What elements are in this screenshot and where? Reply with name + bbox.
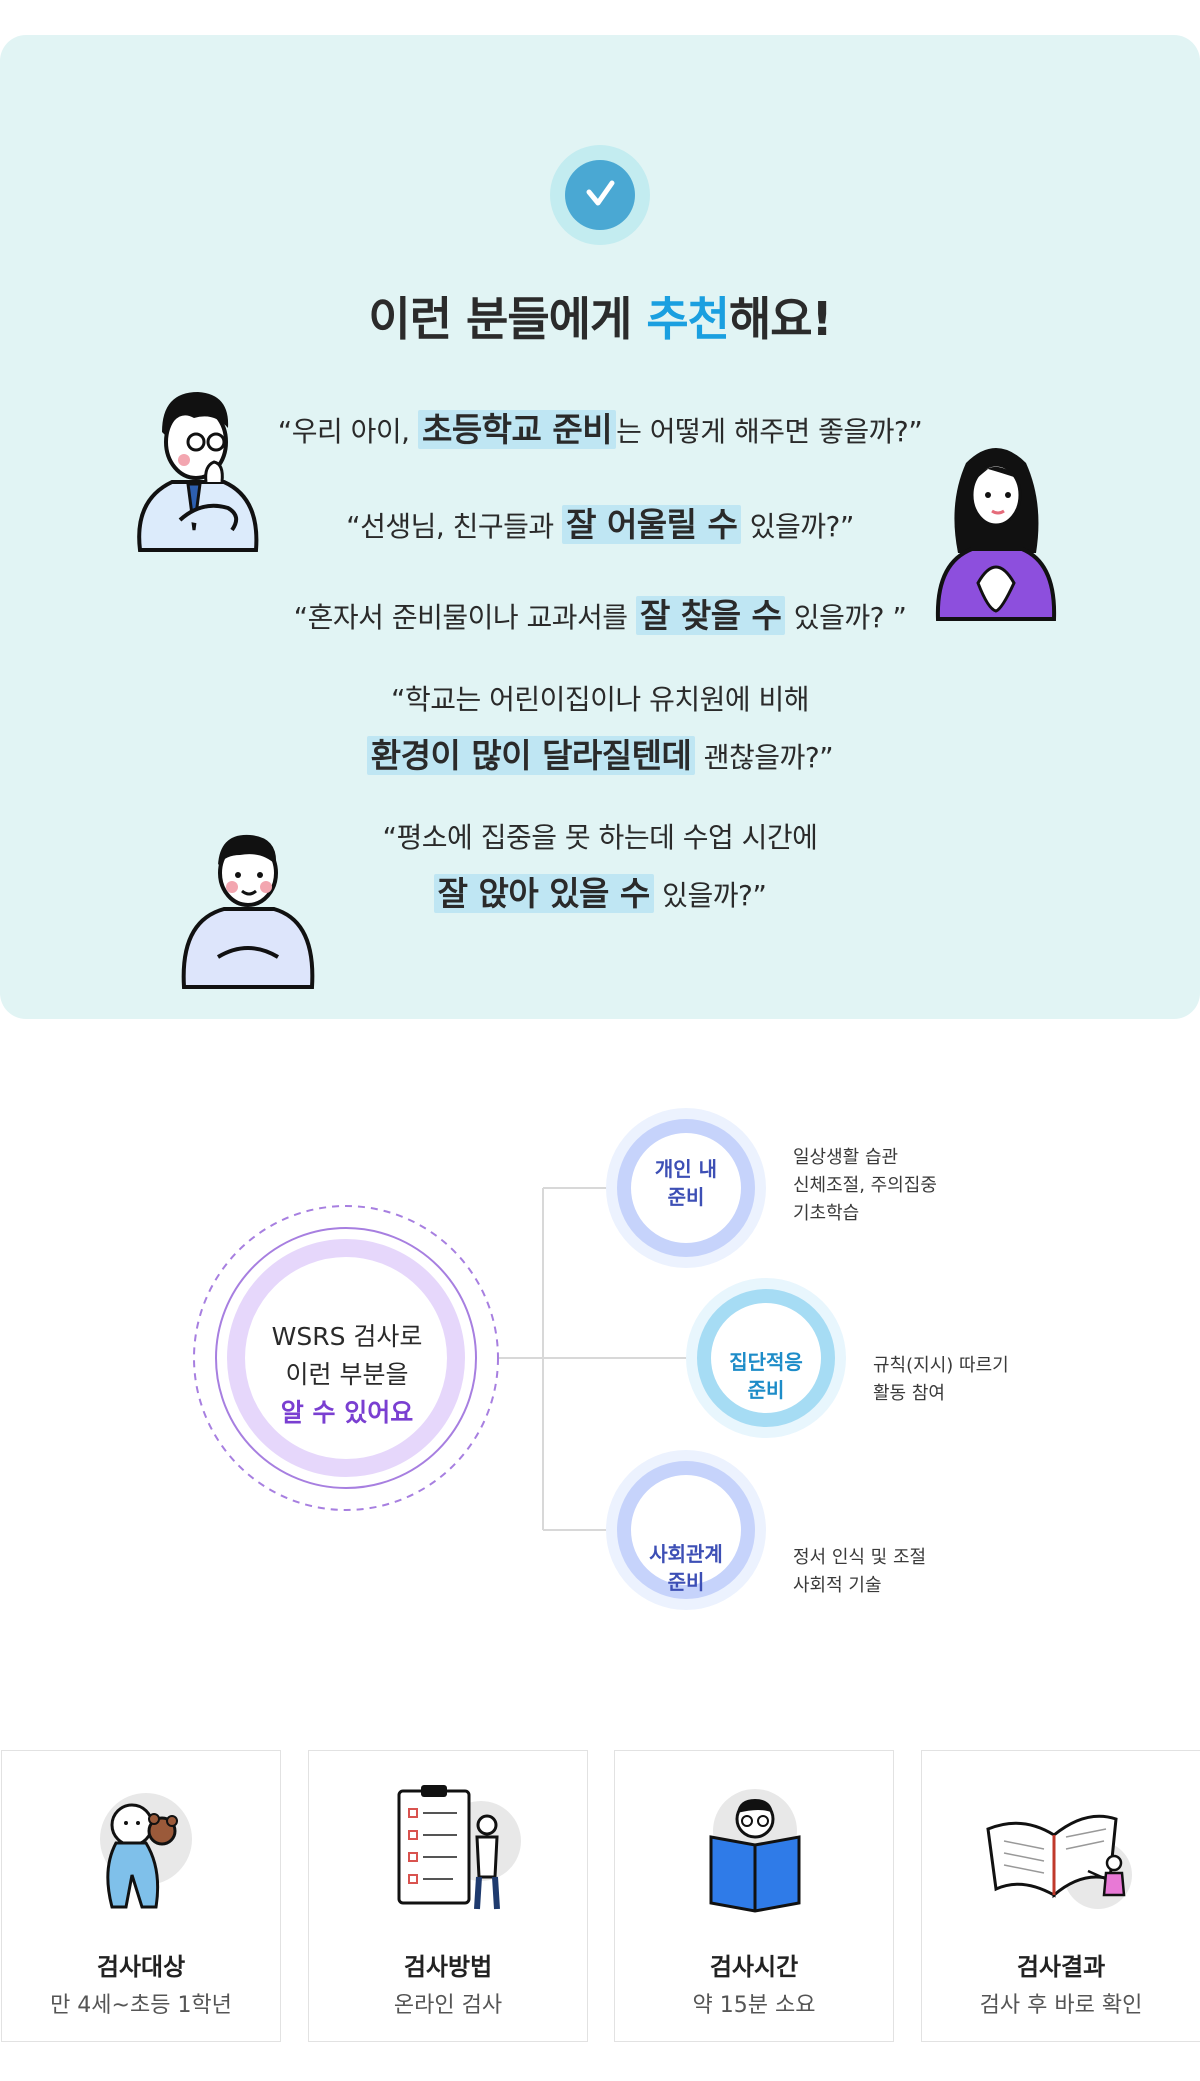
- card-title: 검사시간: [709, 1953, 799, 1981]
- quote-2: “선생님, 친구들과 잘 어울릴 수 있을까?”: [346, 505, 854, 544]
- boy-smiling-illustration: [181, 834, 315, 989]
- card-subtitle: 온라인 검사: [393, 1993, 503, 2018]
- node-social-desc: 정서 인식 및 조절 사회적 기술: [793, 1547, 927, 1596]
- card-subtitle: 약 15분 소요: [692, 1993, 816, 2018]
- recommend-title: 이런 분들에게 추천해요!: [368, 292, 832, 346]
- diagram-center-label: WSRS 검사로 이런 부분을 알 수 있어요: [271, 1322, 423, 1427]
- node-group-desc: 규칙(지시) 따르기 활동 참여: [873, 1355, 1009, 1404]
- diagram-graphics: [193, 1108, 846, 1610]
- node-individual-desc: 일상생활 습관 신체조절, 주의집중 기초학습: [793, 1147, 937, 1224]
- man-thinking-illustration: [137, 392, 259, 552]
- card-title: 검사대상: [96, 1953, 186, 1981]
- card-test-result: 검사결과 검사 후 바로 확인: [921, 1750, 1200, 2042]
- card-test-target: 검사대상 만 4세~초등 1학년: [1, 1750, 281, 2042]
- quote-3: “혼자서 준비물이나 교과서를 잘 찾을 수 있을까? ”: [293, 596, 907, 635]
- card-title: 검사결과: [1016, 1953, 1106, 1981]
- card-test-time: 검사시간 약 15분 소요: [614, 1750, 894, 2042]
- baby-with-teddy-icon: [100, 1793, 192, 1909]
- child-reading-book-icon: [709, 1789, 801, 1913]
- woman-praying-illustration: [935, 448, 1057, 621]
- card-title: 검사방법: [403, 1953, 493, 1981]
- card-test-method: 검사방법 온라인 검사: [308, 1750, 588, 2042]
- clipboard-checklist-icon: [397, 1785, 521, 1910]
- card-subtitle: 만 4세~초등 1학년: [50, 1993, 232, 2018]
- open-book-result-icon: [986, 1814, 1132, 1909]
- card-subtitle: 검사 후 바로 확인: [979, 1993, 1143, 2018]
- checkmark-icon: [550, 145, 650, 245]
